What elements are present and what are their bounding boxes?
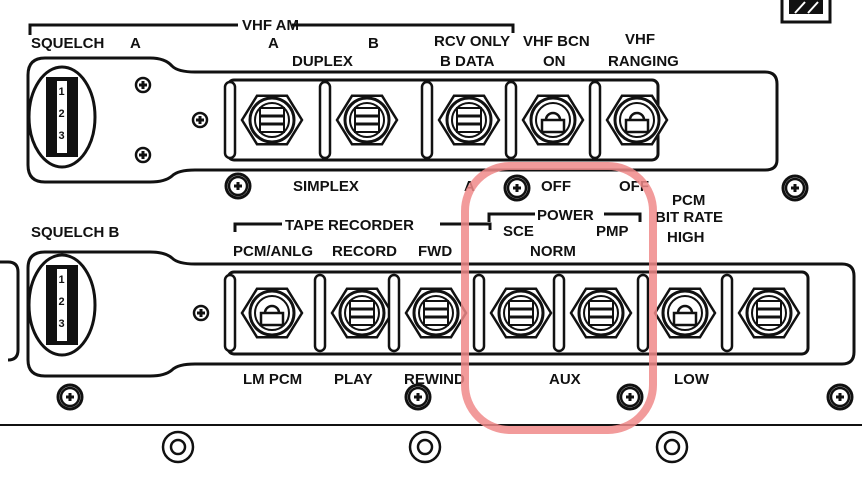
screw-icon [616, 383, 644, 411]
label-squelch-b: SQUELCH B [31, 224, 120, 241]
label-sce: SCE [503, 223, 534, 240]
label-rcv-only: RCV ONLY [434, 33, 510, 50]
thumbwheel-digit: 2 [59, 296, 65, 308]
switch-vhf-bcn[interactable] [504, 80, 585, 160]
power-bracket [487, 212, 642, 222]
switch-extra[interactable] [720, 273, 801, 353]
label-tape-recorder: TAPE RECORDER [285, 217, 414, 234]
switch-vhf-ranging[interactable] [588, 80, 669, 160]
squelch-b-thumbwheel[interactable]: 1 2 3 [27, 253, 97, 357]
label-duplex: DUPLEX [292, 53, 353, 70]
switch-power-pmp[interactable] [552, 273, 633, 353]
label-ranging: RANGING [608, 53, 679, 70]
screw-icon [503, 174, 531, 202]
label-high: HIGH [667, 229, 705, 246]
label-off-bcn: OFF [541, 178, 571, 195]
indicator-box [780, 0, 832, 24]
screw-icon [56, 383, 84, 411]
lower-panel-outline [26, 250, 856, 378]
label-squelch-a-letter: A [130, 35, 141, 52]
label-vhf-bcn: VHF BCN [523, 33, 590, 50]
switch-rcv-only[interactable] [420, 80, 501, 160]
screw-icon [134, 76, 152, 94]
screw-icon [404, 383, 432, 411]
label-lm-pcm: LM PCM [243, 371, 302, 388]
label-pcm: PCM [672, 192, 705, 209]
vhf-am-title: VHF AM [242, 17, 299, 34]
label-on: ON [543, 53, 566, 70]
left-edge-frame [0, 260, 20, 362]
screw-icon [224, 172, 252, 200]
label-power: POWER [537, 207, 594, 224]
switch-power-sce[interactable] [472, 273, 553, 353]
switch-tape-record[interactable] [313, 273, 394, 353]
squelch-a-thumbwheel[interactable]: 1 2 3 [27, 65, 97, 169]
screw-icon [826, 383, 854, 411]
label-fwd: FWD [418, 243, 452, 260]
label-simplex: SIMPLEX [293, 178, 359, 195]
label-vhf-a: A [268, 35, 279, 52]
tape-recorder-bracket [233, 222, 492, 232]
switch-vhf-am-a[interactable] [223, 80, 304, 160]
label-aux: AUX [549, 371, 581, 388]
screw-icon [134, 146, 152, 164]
mounting-fastener-icon [161, 430, 195, 464]
screw-icon [192, 304, 210, 322]
label-pmp: PMP [596, 223, 629, 240]
label-b-data: B DATA [440, 53, 495, 70]
label-squelch-a: SQUELCH [31, 35, 104, 52]
thumbwheel-digit: 1 [59, 274, 65, 286]
label-pcm-anlg: PCM/ANLG [233, 243, 313, 260]
switch-pcm-anlg[interactable] [223, 273, 304, 353]
vhf-am-bracket [28, 23, 515, 35]
switch-tape-fwd[interactable] [387, 273, 468, 353]
highlight-power-switches [461, 162, 657, 434]
label-vhf: VHF [625, 31, 655, 48]
label-vhf-b: B [368, 35, 379, 52]
upper-panel-outline [26, 56, 779, 184]
label-bit-rate: BIT RATE [655, 209, 723, 226]
thumbwheel-digit: 1 [59, 86, 65, 98]
label-norm: NORM [530, 243, 576, 260]
mounting-fastener-icon [408, 430, 442, 464]
switch-vhf-am-b[interactable] [318, 80, 399, 160]
thumbwheel-digit: 3 [59, 130, 65, 142]
thumbwheel-digit: 3 [59, 318, 65, 330]
screw-icon [781, 174, 809, 202]
mounting-fastener-icon [655, 430, 689, 464]
thumbwheel-digit: 2 [59, 108, 65, 120]
label-low: LOW [674, 371, 710, 388]
screw-icon [191, 111, 209, 129]
label-record: RECORD [332, 243, 397, 260]
label-play: PLAY [334, 371, 373, 388]
